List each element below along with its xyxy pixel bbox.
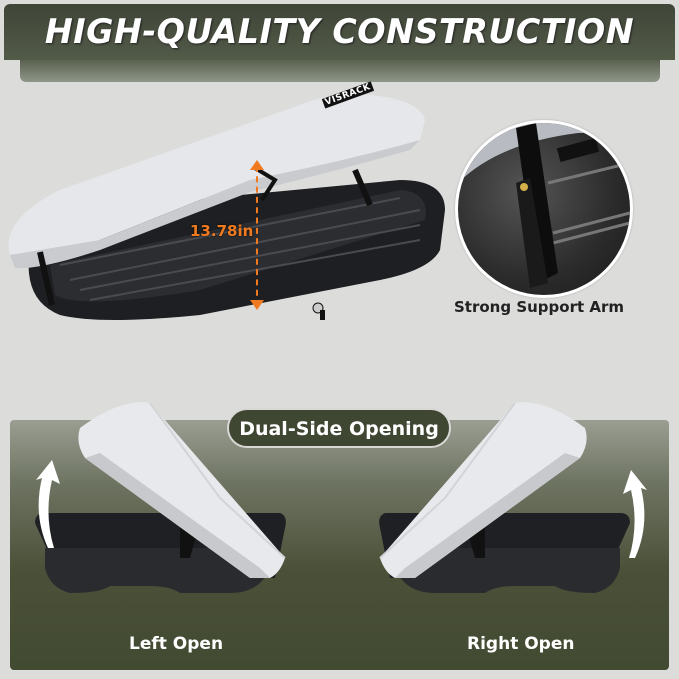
dimension-label: 13.78in — [190, 222, 254, 240]
dimension-line — [256, 166, 258, 306]
right-open-caption: Right Open — [467, 634, 575, 654]
dimension-arrow-down-icon — [250, 300, 264, 310]
support-arm-caption: Strong Support Arm — [454, 298, 625, 316]
left-open-box-image — [35, 402, 286, 593]
dual-side-opening-badge: Dual-Side Opening — [227, 408, 451, 448]
header-banner-fade — [20, 60, 660, 82]
left-open-caption: Left Open — [129, 634, 224, 654]
dual-side-opening-label: Dual-Side Opening — [239, 418, 439, 440]
support-arm-detail-image — [455, 120, 633, 298]
right-open-box-image — [379, 402, 630, 593]
header-banner — [4, 4, 675, 60]
page-title: HIGH-QUALITY CONSTRUCTION — [44, 12, 635, 52]
right-curved-arrow-icon — [623, 470, 647, 558]
roof-box-open-image — [8, 94, 445, 320]
left-curved-arrow-icon — [36, 460, 60, 548]
dimension-arrow-up-icon — [250, 160, 264, 170]
